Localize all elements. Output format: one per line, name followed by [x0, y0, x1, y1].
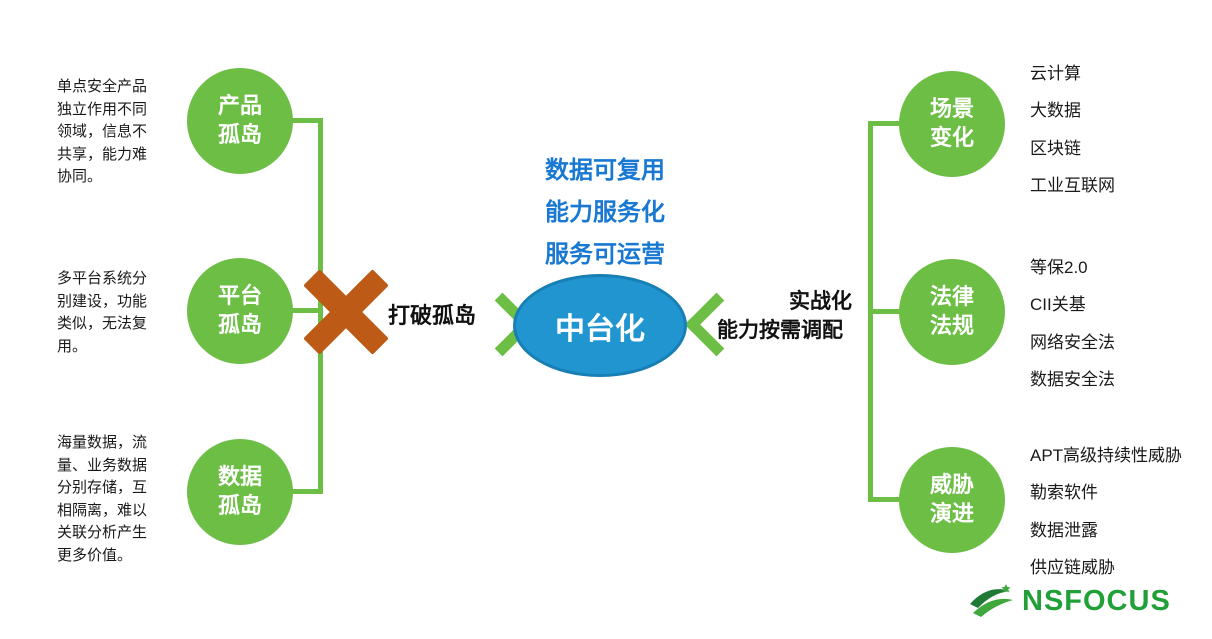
benefits-text-block: 数据可复用 能力服务化 服务可运营: [498, 150, 712, 276]
list-item: 等保2.0: [1030, 258, 1088, 277]
product-island-circle: 产品 孤岛: [187, 68, 293, 174]
benefit-data-reusable: 数据可复用: [545, 157, 665, 184]
platform-island-label-line2: 孤岛: [217, 312, 262, 337]
list-item: 工业互联网: [1030, 176, 1115, 196]
data-island-description: 海量数据，流量、业务数据分别存储，互相隔离，难以关联分析产生更多价值。: [57, 434, 148, 564]
nsfocus-logo-text: NSFOCUS: [1022, 584, 1171, 617]
capability-on-demand-label: 能力按需调配: [717, 319, 843, 342]
threat-evolution-list: APT高级持续性威胁 勒索软件 数据泄露 供应链威胁: [1030, 446, 1182, 579]
product-island-description: 单点安全产品独立作用不同领域，信息不共享，能力难协同。: [57, 78, 148, 185]
chevron-left-icon: [684, 292, 749, 357]
list-item: 数据安全法: [1030, 370, 1115, 390]
left-connector-bottom-stub: [291, 489, 323, 494]
list-item: APT高级持续性威胁: [1030, 446, 1183, 465]
combat-ready-label: 实战化: [789, 290, 852, 313]
scenario-change-list: 云计算 大数据 区块链 工业互联网: [1030, 64, 1115, 197]
product-island-label-line1: 产品: [217, 93, 262, 119]
laws-regulations-label-line2: 法规: [929, 313, 974, 338]
platform-island-label-line1: 平台: [217, 283, 262, 309]
product-island-label-line2: 孤岛: [217, 122, 262, 147]
threat-evolution-label-line2: 演进: [929, 501, 974, 526]
middle-platform-hub: 中台化: [513, 274, 687, 377]
list-item: CII关基: [1030, 295, 1086, 315]
list-item: 供应链威胁: [1030, 558, 1115, 578]
data-island-label-line2: 孤岛: [217, 493, 262, 518]
nsfocus-logo: NSFOCUS: [968, 582, 1171, 620]
scenario-change-circle: 场景 变化: [899, 71, 1005, 177]
left-connector-top-stub: [291, 118, 323, 123]
list-item: 云计算: [1030, 64, 1081, 83]
platform-island-description: 多平台系统分别建设，功能类似，无法复用。: [57, 270, 148, 355]
data-island-label-line1: 数据: [217, 464, 262, 490]
right-connector-vertical-line: [868, 121, 873, 502]
right-connector-bottom-stub: [868, 497, 904, 502]
platform-island-circle: 平台 孤岛: [187, 258, 293, 364]
laws-regulations-circle: 法律 法规: [899, 259, 1005, 365]
left-connector-middle-stub: [291, 308, 323, 313]
benefit-capability-service: 能力服务化: [545, 199, 665, 226]
laws-regulations-list: 等保2.0 CII关基 网络安全法 数据安全法: [1030, 258, 1115, 391]
nsfocus-logo-icon: [970, 584, 1013, 617]
laws-regulations-label-line1: 法律: [929, 284, 974, 310]
threat-evolution-label-line1: 威胁: [929, 472, 974, 498]
right-connector-top-stub: [868, 121, 904, 126]
cross-x-icon: [303, 269, 389, 355]
list-item: 数据泄露: [1030, 520, 1098, 540]
list-item: 勒索软件: [1030, 483, 1098, 503]
scenario-change-label-line2: 变化: [929, 125, 974, 150]
list-item: 区块链: [1030, 138, 1081, 158]
list-item: 网络安全法: [1030, 332, 1115, 352]
scenario-change-label-line1: 场景: [929, 96, 974, 122]
threat-evolution-circle: 威胁 演进: [899, 447, 1005, 553]
benefit-service-operable: 服务可运营: [545, 241, 665, 268]
left-connector-vertical-line: [318, 118, 323, 494]
data-island-circle: 数据 孤岛: [187, 439, 293, 545]
break-islands-label: 打破孤岛: [388, 303, 477, 328]
middle-platform-hub-label: 中台化: [555, 312, 645, 346]
right-connector-middle-stub: [868, 309, 904, 314]
list-item: 大数据: [1030, 101, 1081, 121]
